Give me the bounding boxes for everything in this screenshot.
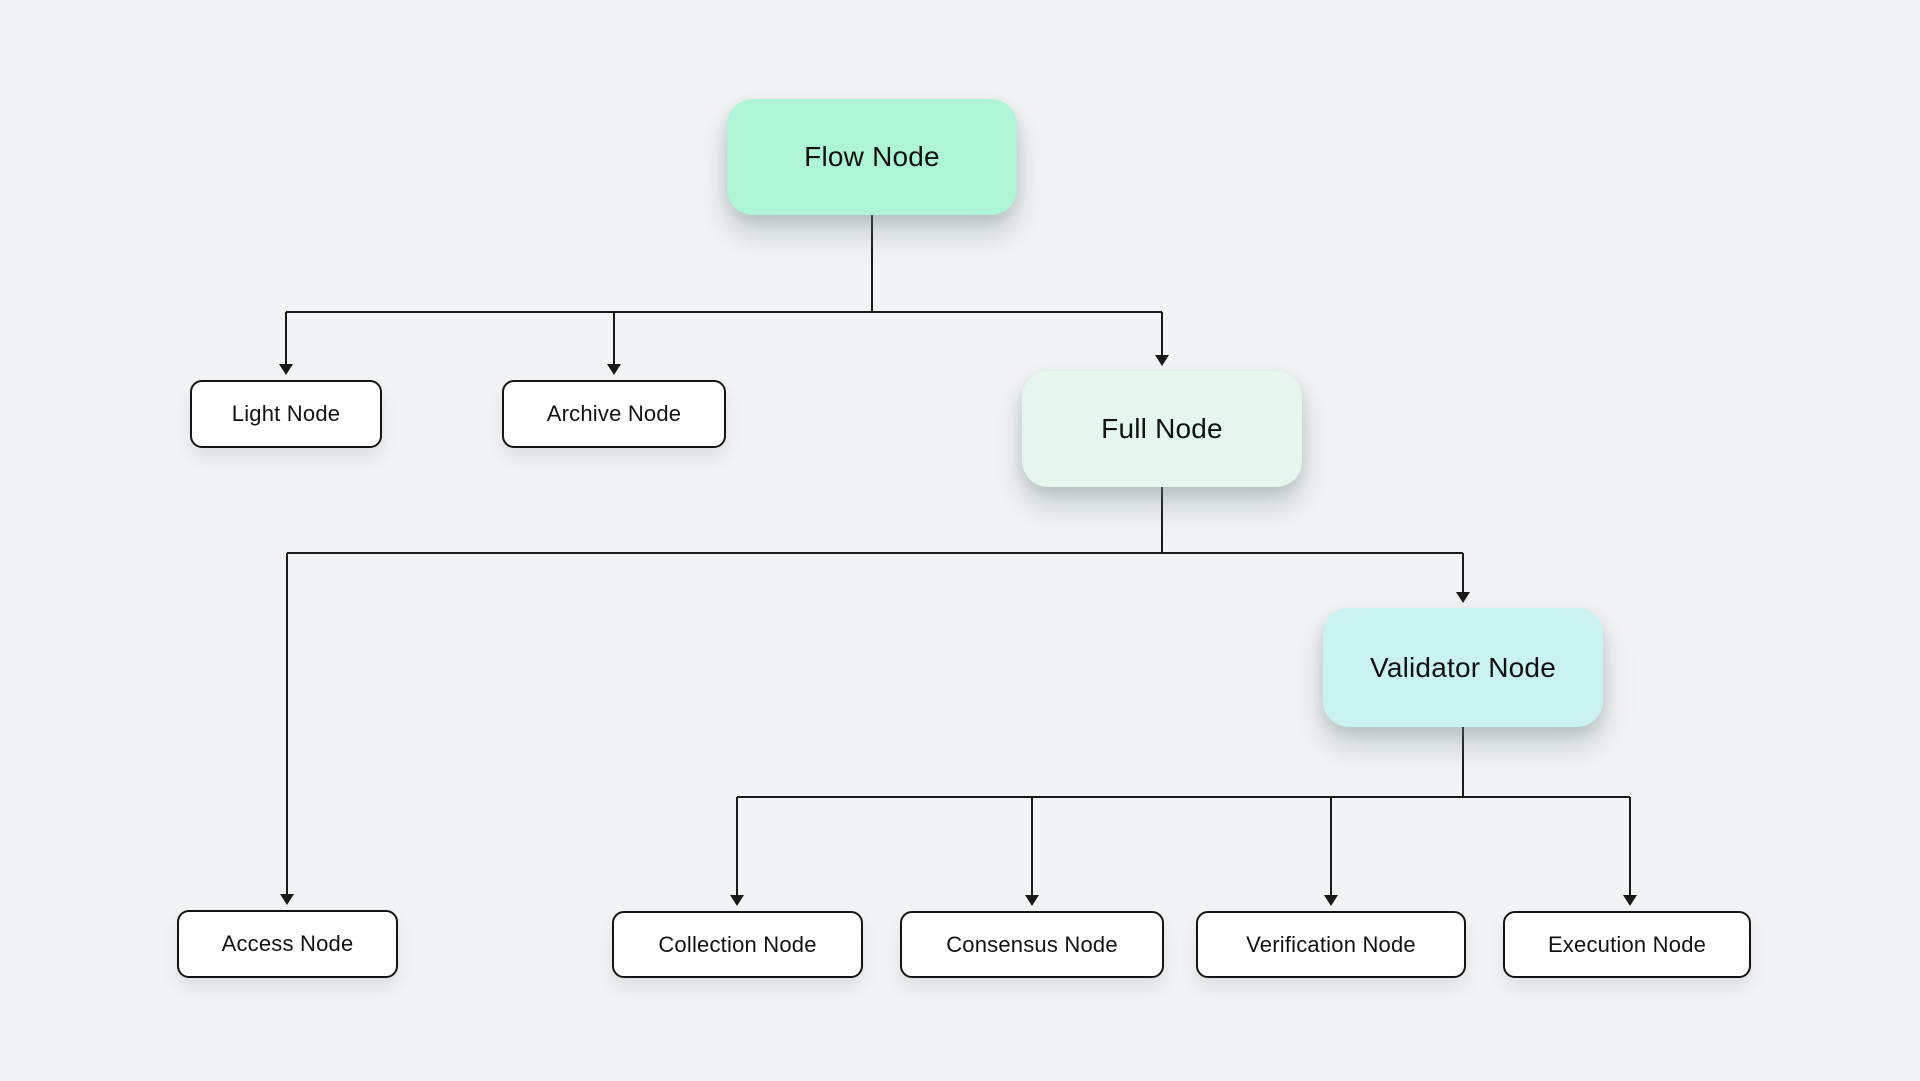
node-execution-label: Execution Node [1547, 931, 1707, 957]
node-full: Full Node [1022, 371, 1302, 487]
node-light: Light Node [190, 380, 382, 448]
node-flow-label: Flow Node [804, 141, 940, 172]
arrowhead-collection [730, 895, 744, 906]
arrowhead-consensus [1025, 895, 1039, 906]
arrowhead-execution [1623, 895, 1637, 906]
node-full-label: Full Node [1101, 413, 1223, 444]
arrowhead-access [280, 894, 294, 905]
node-verification-label: Verification Node [1246, 931, 1416, 957]
arrowhead-light [279, 364, 293, 375]
node-verification: Verification Node [1196, 911, 1466, 978]
node-collection: Collection Node [612, 911, 863, 978]
node-validator-label: Validator Node [1370, 651, 1556, 683]
node-flow: Flow Node [727, 99, 1017, 215]
node-light-label: Light Node [231, 401, 341, 426]
node-collection-label: Collection Node [658, 931, 817, 957]
node-validator: Validator Node [1323, 608, 1603, 727]
arrowhead-verification [1324, 895, 1338, 906]
node-execution: Execution Node [1503, 911, 1751, 978]
arrowhead-archive [607, 364, 621, 375]
node-consensus: Consensus Node [900, 911, 1164, 978]
node-archive: Archive Node [502, 380, 726, 448]
arrowhead-full [1155, 355, 1169, 366]
arrowhead-validator [1456, 592, 1470, 603]
node-consensus-label: Consensus Node [946, 931, 1118, 957]
node-archive-label: Archive Node [546, 401, 682, 426]
node-access-label: Access Node [221, 931, 354, 956]
node-access: Access Node [177, 910, 398, 978]
